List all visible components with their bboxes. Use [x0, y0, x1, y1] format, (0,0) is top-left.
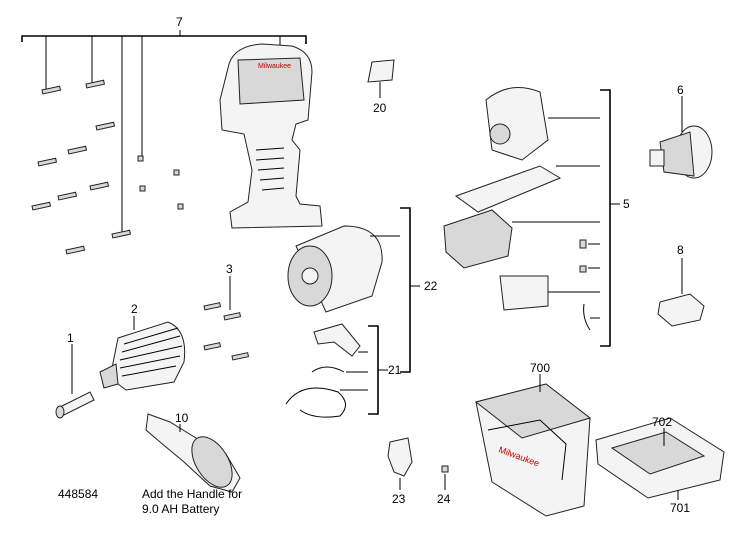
part-6-motor — [649, 96, 713, 179]
label-700: 700 — [530, 361, 550, 375]
drawing-number: 448584 — [58, 487, 98, 501]
part-23-belt-clip — [387, 437, 413, 490]
label-702: 702 — [652, 415, 672, 429]
part-5-electronics-group — [443, 87, 620, 347]
part-3-screws — [203, 276, 250, 361]
part-24-screw — [441, 465, 449, 490]
label-7: 7 — [176, 15, 183, 29]
label-21: 21 — [388, 363, 402, 377]
part-2-chuck — [99, 316, 186, 391]
label-20: 20 — [373, 101, 387, 115]
label-10: 10 — [175, 411, 189, 425]
label-1: 1 — [67, 331, 74, 345]
part-1-bit — [55, 344, 95, 419]
part-7-screws — [21, 30, 307, 255]
handle-note-line-1: Add the Handle for — [142, 487, 242, 501]
part-22-gearbox — [287, 207, 420, 373]
part-700-case: Milwaukee — [474, 374, 592, 517]
part-10-side-handle — [145, 413, 241, 493]
part-8-connector — [657, 258, 705, 327]
label-24: 24 — [437, 492, 451, 506]
label-2: 2 — [131, 302, 138, 316]
label-5: 5 — [623, 197, 630, 211]
part-701-insert-tray — [595, 417, 725, 500]
part-20-label-plate — [367, 59, 395, 98]
drill-housing: Milwaukee — [219, 43, 323, 229]
label-3: 3 — [226, 262, 233, 276]
housing-brand-text: Milwaukee — [258, 63, 291, 70]
label-8: 8 — [677, 243, 684, 257]
label-701: 701 — [670, 501, 690, 515]
part-21-clips — [285, 323, 388, 418]
label-23: 23 — [392, 492, 406, 506]
handle-note-line-2: 9.0 AH Battery — [142, 502, 219, 516]
label-22: 22 — [424, 279, 438, 293]
label-6: 6 — [677, 83, 684, 97]
